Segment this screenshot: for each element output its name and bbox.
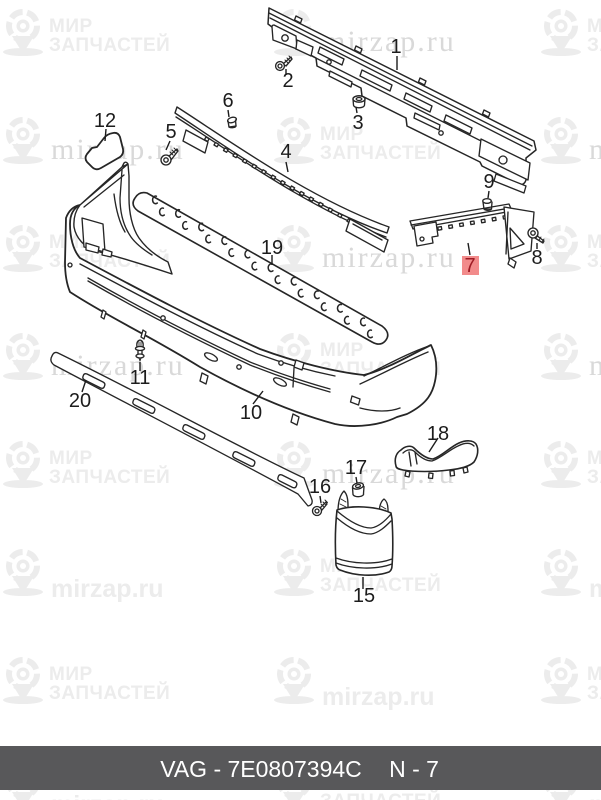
svg-text:МИР: МИР — [320, 340, 364, 361]
svg-text:5: 5 — [165, 121, 176, 143]
svg-text:19: 19 — [261, 237, 283, 259]
svg-text:ЗАПЧАСТЕЙ: ЗАПЧАСТЕЙ — [587, 250, 601, 272]
svg-text:МИР: МИР — [587, 448, 601, 469]
svg-text:VAG - 7E0807394C: VAG - 7E0807394C — [160, 756, 362, 782]
svg-text:20: 20 — [69, 390, 91, 412]
svg-text:МИР: МИР — [49, 16, 93, 37]
svg-text:ЗАПЧАСТЕЙ: ЗАПЧАСТЕЙ — [587, 682, 601, 704]
svg-text:МИР: МИР — [49, 664, 93, 685]
svg-text:ЗАПЧАСТЕЙ: ЗАПЧАСТЕЙ — [49, 682, 170, 704]
svg-text:mirzap.ru: mirzap.ru — [51, 575, 164, 603]
svg-text:mirzap.ru: mirzap.ru — [322, 241, 456, 274]
svg-text:ЗАПЧАСТЕЙ: ЗАПЧАСТЕЙ — [587, 34, 601, 56]
svg-text:МИР: МИР — [587, 16, 601, 37]
svg-text:16: 16 — [309, 476, 331, 498]
svg-text:3: 3 — [352, 112, 363, 134]
svg-text:ЗАПЧАСТЕЙ: ЗАПЧАСТЕЙ — [587, 466, 601, 488]
svg-text:N - 7: N - 7 — [389, 756, 439, 782]
svg-text:7: 7 — [464, 255, 475, 277]
svg-text:18: 18 — [427, 423, 449, 445]
svg-text:2: 2 — [282, 70, 293, 92]
svg-text:mirzap.ru: mirzap.ru — [51, 791, 164, 800]
svg-text:8: 8 — [531, 247, 542, 269]
svg-text:10: 10 — [240, 402, 262, 424]
svg-text:mirzap.ru: mirzap.ru — [589, 575, 601, 603]
svg-text:ЗАПЧАСТЕЙ: ЗАПЧАСТЕЙ — [320, 142, 441, 164]
svg-text:4: 4 — [280, 141, 291, 163]
svg-text:ЗАПЧАСТЕЙ: ЗАПЧАСТЕЙ — [49, 466, 170, 488]
svg-text:6: 6 — [222, 90, 233, 112]
svg-text:17: 17 — [345, 457, 367, 479]
svg-text:mirzap.ru: mirzap.ru — [322, 683, 435, 711]
svg-text:mirzap.ru: mirzap.ru — [589, 349, 601, 382]
svg-text:15: 15 — [353, 585, 375, 607]
svg-text:ЗАПЧАСТЕЙ: ЗАПЧАСТЕЙ — [49, 34, 170, 56]
svg-text:МИР: МИР — [587, 232, 601, 253]
svg-text:9: 9 — [483, 171, 494, 193]
svg-text:1: 1 — [390, 36, 401, 58]
svg-text:11: 11 — [130, 367, 151, 389]
svg-text:mirzap.ru: mirzap.ru — [589, 791, 601, 800]
svg-text:МИР: МИР — [49, 448, 93, 469]
svg-text:ЗАПЧАСТЕЙ: ЗАПЧАСТЕЙ — [320, 790, 441, 800]
svg-text:ЗАПЧАСТЕЙ: ЗАПЧАСТЕЙ — [320, 574, 441, 596]
svg-text:mirzap.ru: mirzap.ru — [589, 133, 601, 166]
svg-text:МИР: МИР — [587, 664, 601, 685]
svg-text:МИР: МИР — [320, 124, 364, 145]
svg-text:12: 12 — [94, 110, 116, 132]
